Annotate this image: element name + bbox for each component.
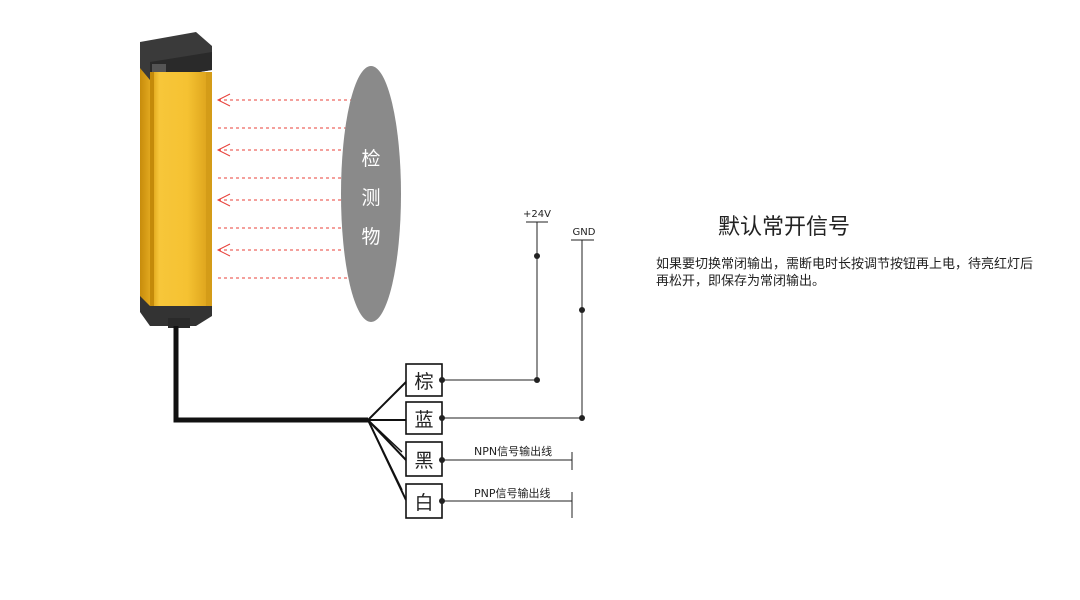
info-panel: 默认常开信号 如果要切换常闭输出，需断电时长按调节按钮再上电，待亮红灯后再松开，…	[656, 212, 1076, 290]
terminal-black-label: 黑	[414, 450, 433, 472]
beam-arrow-head	[216, 243, 231, 257]
terminal-dots	[439, 377, 445, 504]
terminal-block: 棕 蓝 黑 白	[405, 363, 443, 519]
terminal-brown: 棕	[405, 363, 443, 397]
terminal-blue-label: 蓝	[414, 409, 433, 431]
terminal-blue: 蓝	[405, 401, 443, 435]
terminal-black: 黑	[405, 441, 443, 477]
supply-ground-line: GND	[571, 227, 596, 421]
object-label-char-1: 检	[361, 148, 380, 170]
supply-ground-label: GND	[573, 227, 596, 238]
light-curtain-sensor	[140, 32, 212, 328]
object-label-char-2: 测	[361, 187, 380, 209]
supply-positive-label: +24V	[523, 209, 551, 220]
info-title: 默认常开信号	[718, 215, 851, 240]
object-label-char-3: 物	[361, 226, 380, 248]
main-cable	[173, 326, 407, 501]
terminal-white-label: 白	[414, 492, 433, 514]
npn-output-label: NPN信号输出线	[474, 444, 552, 458]
detected-object: 检 测 物	[341, 66, 401, 322]
terminal-brown-label: 棕	[414, 371, 433, 393]
terminal-wires	[442, 379, 582, 518]
beam-arrow-head	[216, 193, 231, 207]
pnp-output-label: PNP信号输出线	[474, 486, 551, 500]
beam-arrow-head	[216, 93, 231, 107]
beam-arrow-head	[216, 143, 231, 157]
terminal-white: 白	[405, 483, 443, 519]
supply-positive-line: +24V	[523, 209, 551, 383]
info-description: 如果要切换常闭输出，需断电时长按调节按钮再上电，待亮红灯后再松开，即保存为常闭输…	[656, 257, 1034, 289]
